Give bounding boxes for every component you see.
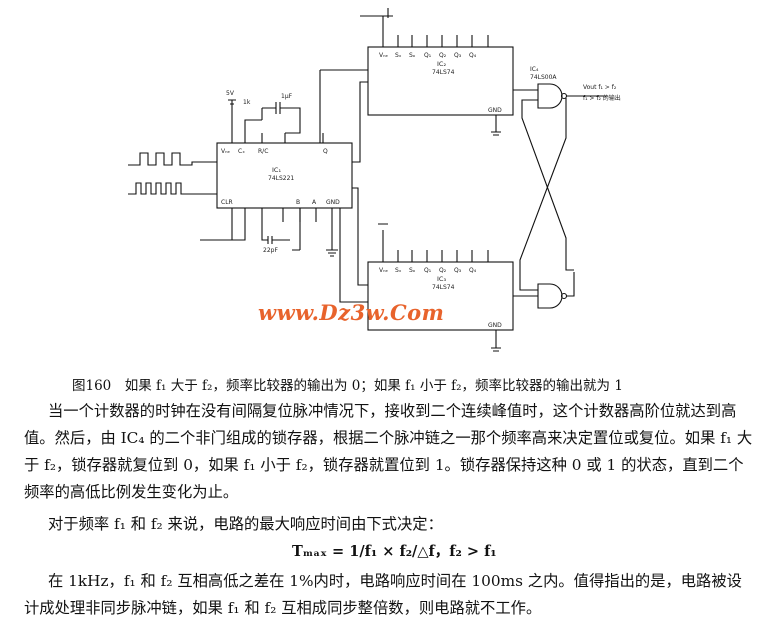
paragraph-2: 对于频率 f₁ 和 f₂ 来说，电路的最大响应时间由下式决定： <box>24 511 754 538</box>
pin-label: Sₓ <box>395 52 402 59</box>
pin-label: Q₄ <box>469 267 477 274</box>
pin-label: Sₒ <box>409 52 416 59</box>
res-1-label: 1k <box>243 99 251 106</box>
paragraph-3-text: 在 1kHz，f₁ 和 f₂ 互相高低之差在 1%内时，电路响应时间在 100m… <box>24 572 742 617</box>
ic3-name: IC₃ <box>437 275 446 283</box>
pin-label: Vₙₑ <box>379 52 388 59</box>
nand-gate-bottom <box>537 283 563 309</box>
pin-label: A <box>312 199 317 206</box>
input-pulse-f2 <box>128 182 217 195</box>
pin-label: Cₓ <box>238 148 245 155</box>
pin-label: Q₁ <box>424 52 432 59</box>
pin-label: Q₃ <box>454 52 462 59</box>
ic-top-right-body <box>367 46 514 116</box>
ic4-name: IC₄ <box>530 66 539 73</box>
pin-label: B <box>296 199 300 206</box>
pin-label: Q₃ <box>454 267 462 274</box>
paragraph-3: 在 1kHz，f₁ 和 f₂ 互相高低之差在 1%内时，电路响应时间在 100m… <box>24 568 754 622</box>
pin-label: CLR <box>221 199 233 206</box>
formula: Tₘₐₓ = 1/f₁ × f₂/△f，f₂ > f₁ <box>292 543 497 560</box>
ic4-part: 74LS00A <box>530 74 557 81</box>
cap-2-label: 22pF <box>263 247 278 254</box>
paragraph-1: 当一个计数器的时钟在没有间隔复位脉冲情况下，接收到二个连续峰值时，这个计数器高阶… <box>24 398 754 506</box>
figure-caption: 图160 如果 f₁ 大于 f₂，频率比较器的输出为 0；如果 f₁ 小于 f₂… <box>72 378 623 394</box>
circuit-diagram: IC₁ 74LS221 IC₂ 74LS74 IC₃ 74LS74 IC₄ 74… <box>128 8 621 352</box>
ic1-name: IC₁ <box>272 166 281 174</box>
pin-label: Vₙₑ <box>379 267 388 274</box>
pin-label: Sₒ <box>409 267 416 274</box>
watermark: www.Dz3w.Com <box>258 300 444 325</box>
pin-label: Q₂ <box>439 267 447 274</box>
pin-label: GND <box>488 322 502 329</box>
output-label-1: Vout f₁ > f₂ <box>583 84 617 91</box>
vcc-label: 5V <box>226 90 235 97</box>
pin-label: R/C <box>258 148 268 155</box>
ic2-name: IC₂ <box>437 60 446 68</box>
pin-label: Q <box>323 148 328 155</box>
pin-label: Vₙₑ <box>221 148 230 155</box>
ic1-part: 74LS221 <box>268 175 294 182</box>
ic2-part: 74LS74 <box>432 69 455 76</box>
pin-label: Q₂ <box>439 52 447 59</box>
cap-1-label: 1μF <box>281 93 293 100</box>
pin-label: GND <box>326 199 340 206</box>
pin-label: Sₓ <box>395 267 402 274</box>
pin-label: GND <box>488 107 502 114</box>
ic3-part: 74LS74 <box>432 284 455 291</box>
nand-gate-top <box>537 83 563 109</box>
input-pulse-f1 <box>128 152 217 166</box>
pin-label: Q₁ <box>424 267 432 274</box>
paragraph-1-text: 当一个计数器的时钟在没有间隔复位脉冲情况下，接收到二个连续峰值时，这个计数器高阶… <box>24 402 753 501</box>
pin-label: Q₄ <box>469 52 477 59</box>
output-label-2: f₁ > f₂ 的输出 <box>583 94 621 102</box>
paragraph-2-text: 对于频率 f₁ 和 f₂ 来说，电路的最大响应时间由下式决定： <box>48 515 443 533</box>
